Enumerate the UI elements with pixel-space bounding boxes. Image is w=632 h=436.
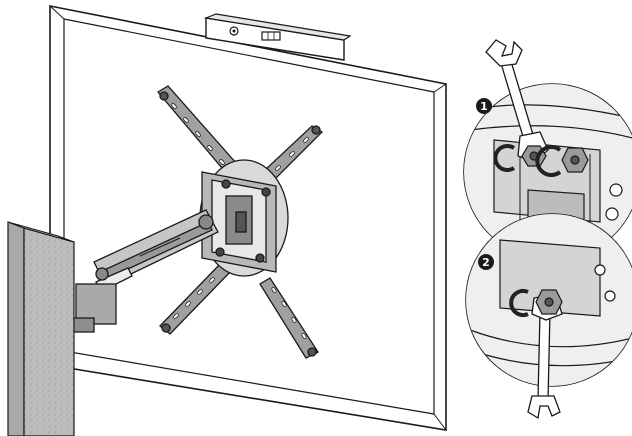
step-number-1: 1 [480, 100, 488, 113]
bubble-level-icon [203, 13, 352, 61]
rotation-arrow-icon [493, 144, 516, 172]
wall-plate [71, 283, 117, 333]
mount-head-bracket [199, 159, 289, 277]
step-number-2: 2 [482, 256, 490, 269]
articulating-arm [93, 209, 219, 293]
detail-view-step-2 [465, 213, 632, 387]
rotation-arrow-icon [509, 289, 529, 317]
rotation-arrow-icon [535, 145, 562, 177]
hex-nut-icon [535, 289, 563, 315]
step-badge-2: 2 [478, 254, 494, 270]
wall-block [7, 221, 75, 436]
hex-nut-icon [561, 147, 589, 173]
step-badge-1: 1 [476, 98, 492, 114]
